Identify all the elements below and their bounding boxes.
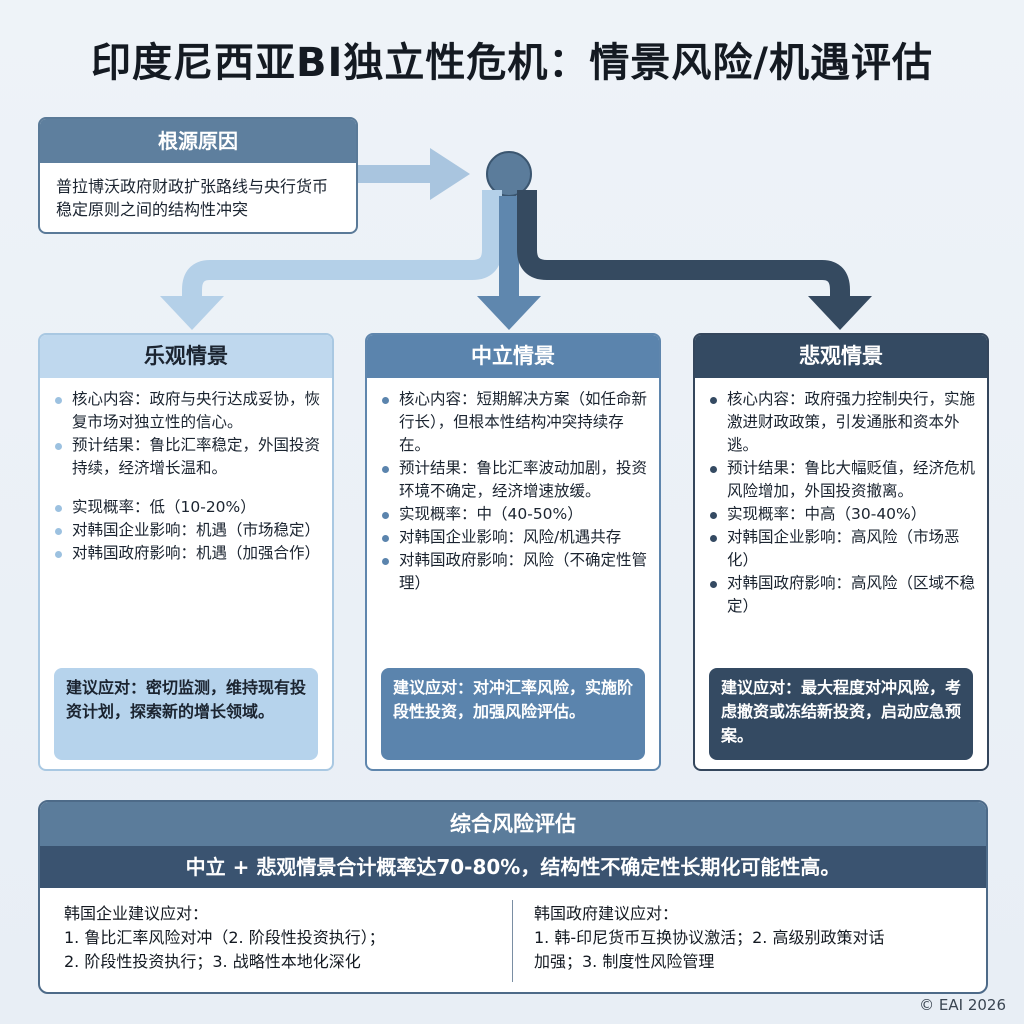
korea-business-line: 1. 鲁比汇率风险对冲（2. 阶段性投资执行）； (64, 928, 385, 947)
korea-business-line: 2. 阶段性投资执行；3. 战略性本地化深化 (64, 952, 361, 971)
scenario-item-result: 预计结果：鲁比汇率波动加剧，投资环境不确定，经济增速放缓。 (379, 457, 647, 503)
scenario-item-korea-government: 对韩国政府影响：机遇（加强合作） (52, 542, 320, 565)
neutral-scenario-card: 中立情景 核心内容：短期解决方案（如任命新行长），但根本性结构冲突持续存在。 预… (365, 333, 661, 771)
pessimistic-arrowhead (808, 296, 872, 330)
scenario-item-core: 核心内容：短期解决方案（如任命新行长），但根本性结构冲突持续存在。 (379, 388, 647, 457)
summary-heading: 综合风险评估 (40, 802, 986, 846)
scenario-item-probability: 实现概率：中高（30-40%） (707, 503, 975, 526)
scenario-item-korea-business: 对韩国企业影响：机遇（市场稳定） (52, 519, 320, 542)
korea-government-line: 1. 韩-印尼货币互换协议激活；2. 高级别政策对话 (534, 928, 885, 947)
scenario-item-probability: 实现概率：低（10-20%） (52, 496, 320, 519)
scenario-item-korea-business: 对韩国企业影响：高风险（市场恶化） (707, 526, 975, 572)
root-cause-body: 普拉博沃政府财政扩张路线与央行货币稳定原则之间的结构性冲突 (56, 177, 329, 219)
scenario-heading: 中立情景 (367, 335, 659, 378)
scenario-item-result: 预计结果：鲁比汇率稳定，外国投资持续，经济增长温和。 (52, 434, 320, 480)
root-cause-box: 根源原因 普拉博沃政府财政扩张路线与央行货币稳定原则之间的结构性冲突 (38, 117, 358, 234)
scenario-item-core: 核心内容：政府与央行达成妥协，恢复市场对独立性的信心。 (52, 388, 320, 434)
root-cause-heading: 根源原因 (40, 119, 356, 163)
summary-divider (512, 900, 513, 982)
scenario-item-result: 预计结果：鲁比大幅贬值，经济危机风险增加，外国投资撤离。 (707, 457, 975, 503)
optimistic-arrowhead (160, 296, 224, 330)
scenario-advice: 建议应对：对冲汇率风险，实施阶段性投资，加强风险评估。 (381, 668, 645, 760)
copyright-text: © EAI 2026 (919, 996, 1006, 1014)
korea-business-title: 韩国企业建议应对： (64, 904, 209, 923)
scenario-list: 核心内容：政府强力控制央行，实施激进财政政策，引发通胀和资本外逃。 预计结果：鲁… (695, 378, 987, 618)
pessimistic-branch (517, 190, 850, 300)
root-arrowhead (430, 148, 470, 200)
korea-government-title: 韩国政府建议应对： (534, 904, 679, 923)
hub-node (486, 151, 532, 197)
scenario-advice: 建议应对：密切监测，维持现有投资计划，探索新的增长领域。 (54, 668, 318, 760)
scenario-list: 核心内容：政府与央行达成妥协，恢复市场对独立性的信心。 预计结果：鲁比汇率稳定，… (40, 378, 332, 565)
scenario-heading: 悲观情景 (695, 335, 987, 378)
scenario-item-probability: 实现概率：中（40-50%） (379, 503, 647, 526)
optimistic-branch (182, 190, 502, 300)
neutral-arrowhead (477, 296, 541, 330)
scenario-item-core: 核心内容：政府强力控制央行，实施激进财政政策，引发通胀和资本外逃。 (707, 388, 975, 457)
scenario-item-korea-government: 对韩国政府影响：高风险（区域不稳定） (707, 572, 975, 618)
scenario-heading: 乐观情景 (40, 335, 332, 378)
scenario-advice: 建议应对：最大程度对冲风险，考虑撤资或冻结新投资，启动应急预案。 (709, 668, 973, 760)
scenario-item-korea-business: 对韩国企业影响：风险/机遇共存 (379, 526, 647, 549)
pessimistic-scenario-card: 悲观情景 核心内容：政府强力控制央行，实施激进财政政策，引发通胀和资本外逃。 预… (693, 333, 989, 771)
summary-box: 综合风险评估 中立 + 悲观情景合计概率达70-80%，结构性不确定性长期化可能… (38, 800, 988, 994)
summary-conclusion: 中立 + 悲观情景合计概率达70-80%，结构性不确定性长期化可能性高。 (40, 846, 986, 888)
korea-government-line: 加强；3. 制度性风险管理 (534, 952, 715, 971)
summary-columns: 韩国企业建议应对： 1. 鲁比汇率风险对冲（2. 阶段性投资执行）； 2. 阶段… (40, 888, 986, 992)
optimistic-scenario-card: 乐观情景 核心内容：政府与央行达成妥协，恢复市场对独立性的信心。 预计结果：鲁比… (38, 333, 334, 771)
page-title: 印度尼西亚BI独立性危机：情景风险/机遇评估 (91, 40, 933, 86)
korea-business-advice: 韩国企业建议应对： 1. 鲁比汇率风险对冲（2. 阶段性投资执行）； 2. 阶段… (64, 902, 504, 974)
scenario-list: 核心内容：短期解决方案（如任命新行长），但根本性结构冲突持续存在。 预计结果：鲁… (367, 378, 659, 595)
scenario-item-korea-government: 对韩国政府影响：风险（不确定性管理） (379, 549, 647, 595)
korea-government-advice: 韩国政府建议应对： 1. 韩-印尼货币互换协议激活；2. 高级别政策对话 加强；… (534, 902, 974, 974)
